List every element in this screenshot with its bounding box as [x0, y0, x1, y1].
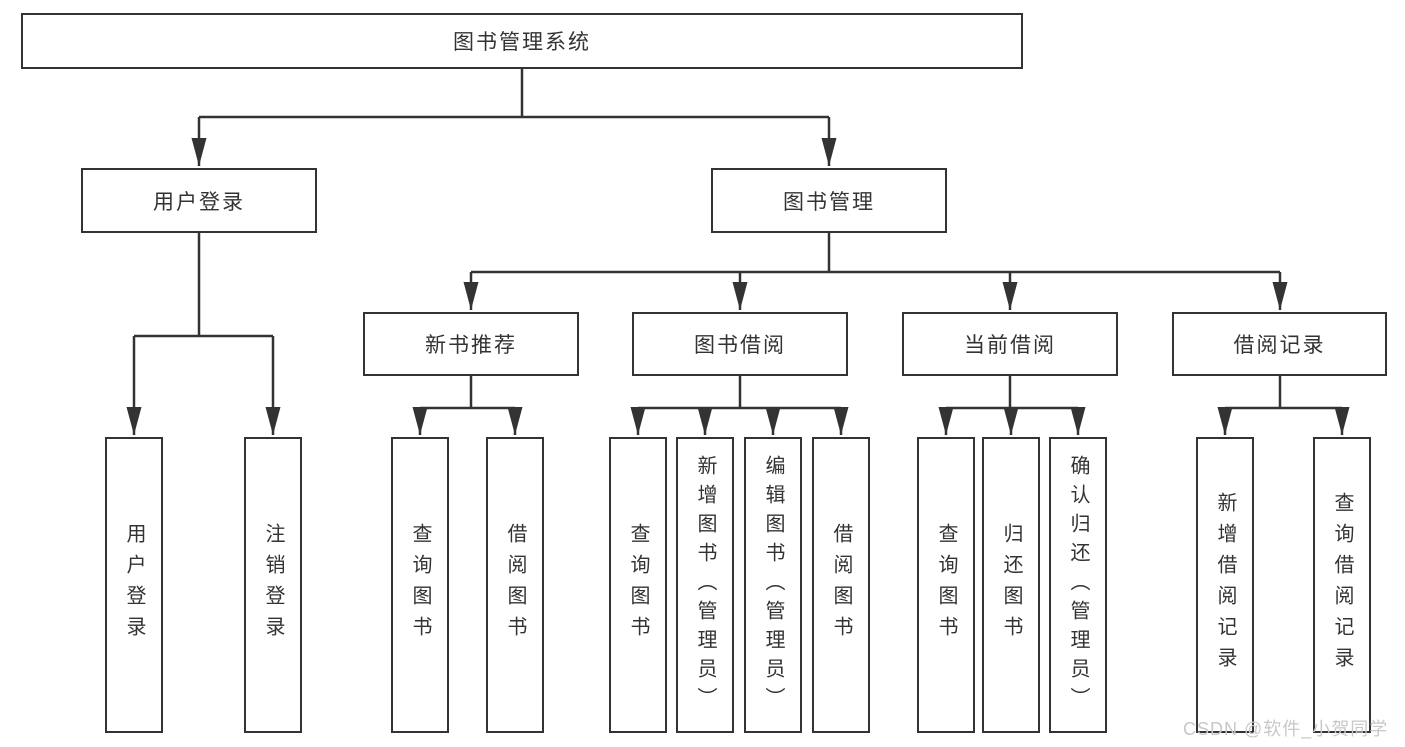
leaf-query-books-borrow-label: 查询图书 — [627, 523, 649, 647]
leaf-user-login-label: 用户登录 — [123, 523, 145, 647]
leaf-query-borrow-record-label: 查询借阅记录 — [1331, 492, 1353, 678]
node-borrow-records: 借阅记录 — [1172, 312, 1387, 376]
leaf-query-books-borrow: 查询图书 — [609, 437, 667, 733]
leaf-query-borrow-record: 查询借阅记录 — [1313, 437, 1371, 733]
leaf-query-books-current: 查询图书 — [917, 437, 975, 733]
node-book-management-label: 图书管理 — [783, 190, 875, 214]
leaf-borrow-books-recommend-label: 借阅图书 — [504, 523, 526, 647]
leaf-logout-label: 注销登录 — [262, 523, 284, 647]
node-book-borrow: 图书借阅 — [632, 312, 848, 376]
node-current-borrow: 当前借阅 — [902, 312, 1118, 376]
node-user-login-label: 用户登录 — [153, 190, 245, 214]
node-root-label: 图书管理系统 — [453, 31, 591, 54]
node-new-book-recommend: 新书推荐 — [363, 312, 579, 376]
leaf-borrow-books: 借阅图书 — [812, 437, 870, 733]
leaf-edit-books-admin: 编辑图书（管理员） — [744, 437, 802, 733]
leaf-add-borrow-record-label: 新增借阅记录 — [1214, 492, 1236, 678]
leaf-query-books-recommend-label: 查询图书 — [409, 523, 431, 647]
leaf-confirm-return-admin-label: 确认归还（管理员） — [1067, 454, 1089, 716]
leaf-logout: 注销登录 — [244, 437, 302, 733]
leaf-add-books-admin: 新增图书（管理员） — [676, 437, 734, 733]
node-root-library-system: 图书管理系统 — [21, 13, 1023, 69]
leaf-borrow-books-recommend: 借阅图书 — [486, 437, 544, 733]
leaf-query-books-current-label: 查询图书 — [935, 523, 957, 647]
node-book-management: 图书管理 — [711, 168, 947, 233]
leaf-edit-books-admin-label: 编辑图书（管理员） — [762, 454, 784, 716]
node-current-borrow-label: 当前借阅 — [964, 334, 1056, 357]
leaf-return-books-label: 归还图书 — [1000, 523, 1022, 647]
leaf-add-books-admin-label: 新增图书（管理员） — [694, 454, 716, 716]
leaf-add-borrow-record: 新增借阅记录 — [1196, 437, 1254, 733]
leaf-query-books-recommend: 查询图书 — [391, 437, 449, 733]
csdn-watermark: CSDN @软件_小贺同学 — [1183, 719, 1389, 739]
node-borrow-records-label: 借阅记录 — [1233, 334, 1326, 357]
leaf-user-login: 用户登录 — [105, 437, 163, 733]
node-book-borrow-label: 图书借阅 — [694, 334, 786, 357]
leaf-confirm-return-admin: 确认归还（管理员） — [1049, 437, 1107, 733]
leaf-return-books: 归还图书 — [982, 437, 1040, 733]
leaf-borrow-books-label: 借阅图书 — [830, 523, 852, 647]
node-user-login: 用户登录 — [81, 168, 317, 233]
node-new-book-recommend-label: 新书推荐 — [425, 334, 517, 357]
